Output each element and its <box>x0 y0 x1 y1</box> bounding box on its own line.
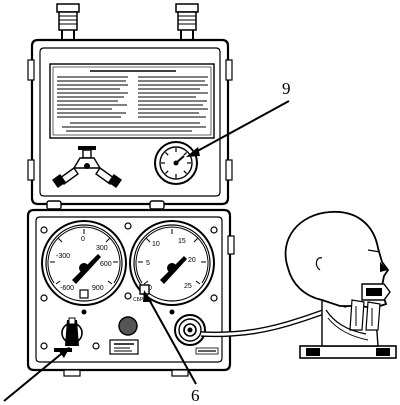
lid-gauge <box>154 141 198 185</box>
upper-case-lid <box>27 3 233 206</box>
callout-arrow-toggle <box>3 347 70 402</box>
top-latch-right <box>175 3 199 40</box>
control-knob[interactable] <box>118 316 138 336</box>
left-gauge-tick-1: -300 <box>56 253 70 260</box>
top-latch-left <box>56 3 80 40</box>
hose-outlet <box>174 314 206 346</box>
callout-9-label: 9 <box>282 79 291 98</box>
left-gauge-tick-2: 0 <box>81 236 85 243</box>
right-gauge-tick-5: 25 <box>184 283 192 290</box>
left-gauge-tick-3: 300 <box>96 245 108 252</box>
instruction-plate <box>49 63 215 139</box>
left-gauge-tick-4: 600 <box>100 261 112 268</box>
callout-9: 9 <box>186 79 291 157</box>
callout-6: 6 <box>143 290 200 405</box>
right-gauge-tick-1: 5 <box>146 260 150 267</box>
right-gauge-tick-0: 0 <box>148 285 152 292</box>
right-gauge-tick-3: 15 <box>178 238 186 245</box>
vacuum-pressure-gauge: -600 -300 0 300 600 900 <box>41 220 127 306</box>
lower-case-panel: -600 -300 0 300 600 900 0 <box>26 200 235 377</box>
left-gauge-tick-0: -600 <box>60 285 74 292</box>
reset-label: СБРОС <box>133 297 151 303</box>
callout-6-label: 6 <box>191 386 200 405</box>
mannequin-head <box>284 211 397 359</box>
left-gauge-tick-5: 900 <box>92 285 104 292</box>
right-gauge-tick-2: 10 <box>152 241 160 248</box>
nameplate <box>109 339 219 355</box>
pressure-gauge: 0 5 10 15 20 25 <box>129 220 215 306</box>
right-gauge-tick-4: 20 <box>188 257 196 264</box>
tee-connector <box>52 146 122 188</box>
